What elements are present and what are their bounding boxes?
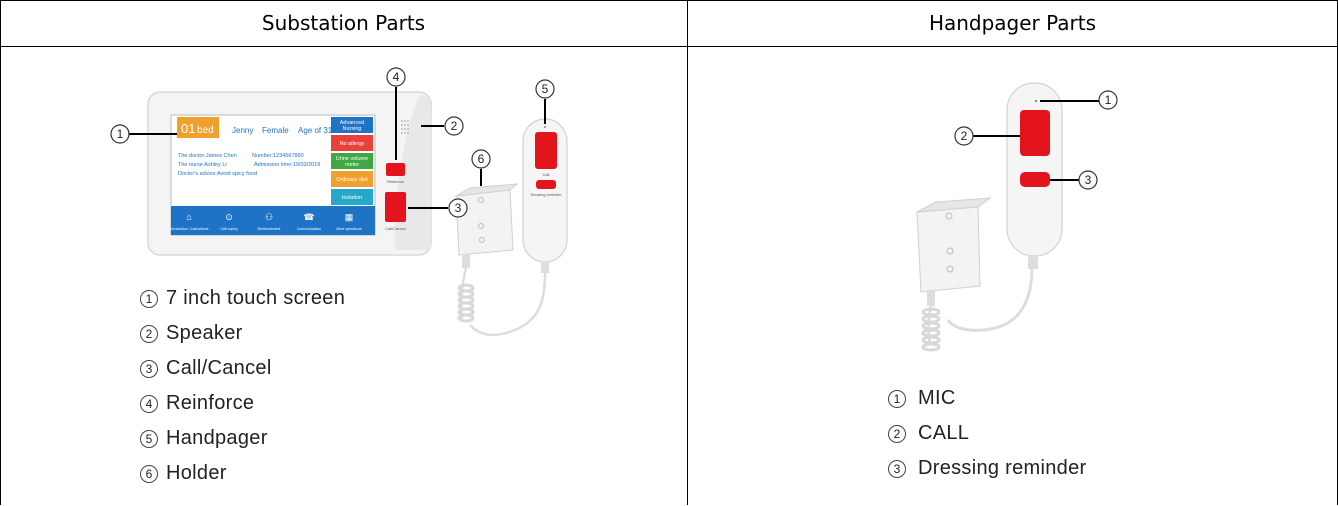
handpager-callout-lines bbox=[973, 100, 1099, 181]
nav-label: Communication bbox=[297, 227, 321, 231]
callout-lines bbox=[129, 87, 546, 209]
nav-label: More operations bbox=[336, 227, 362, 231]
dressing-reminder-button bbox=[1020, 172, 1050, 187]
screen-nav-bar bbox=[171, 206, 375, 235]
coiled-cord-right bbox=[921, 307, 941, 352]
admission-time: Admission time:19/03/2019 bbox=[254, 162, 320, 168]
handpager-cord-right bbox=[946, 267, 1034, 332]
patient-number: Number:1234567890 bbox=[252, 153, 304, 159]
call-cancel-button bbox=[385, 192, 406, 222]
bed-number: 01 bbox=[181, 121, 195, 136]
handpager-mic bbox=[544, 126, 546, 128]
handpager-illustration: 1 2 3 bbox=[916, 82, 1118, 352]
nav-icon: ⊙ bbox=[225, 212, 233, 222]
callout-2: 2 bbox=[451, 119, 458, 133]
status-tag bbox=[331, 189, 373, 205]
mic-hole bbox=[1035, 100, 1037, 102]
nav-icon: ▦ bbox=[345, 212, 354, 222]
doctor-name: The doctor:James Chen bbox=[178, 153, 237, 159]
table-top-border bbox=[0, 0, 1338, 1]
callout-5: 5 bbox=[542, 82, 549, 96]
nav-label: Reinforcement bbox=[258, 227, 281, 231]
coiled-cord bbox=[457, 283, 475, 323]
patient-age: Age of 31 bbox=[298, 126, 333, 135]
call-button bbox=[1020, 110, 1050, 156]
status-tag bbox=[331, 135, 373, 151]
callout-1: 1 bbox=[117, 127, 124, 141]
handpager-body bbox=[1006, 82, 1063, 257]
nav-label: Introduction / Instructions bbox=[169, 227, 208, 231]
handpager-cord bbox=[469, 272, 547, 337]
status-tag-label: Urine volume bbox=[336, 156, 368, 162]
call-cancel-label: Call/Cancel bbox=[385, 226, 406, 231]
reinforce-button bbox=[386, 163, 405, 176]
status-tag bbox=[331, 117, 373, 133]
patient-gender: Female bbox=[262, 126, 289, 135]
table-left-border bbox=[0, 0, 1, 505]
holder bbox=[455, 189, 514, 256]
callout-4: 4 bbox=[393, 70, 400, 84]
status-tag-label: meter bbox=[345, 162, 359, 168]
bed-number-badge bbox=[177, 117, 219, 138]
substation-header: Substation Parts bbox=[261, 11, 426, 35]
nav-icon: ⌂ bbox=[186, 212, 191, 222]
callout-3: 3 bbox=[455, 201, 462, 215]
handpager-dressing-button bbox=[536, 180, 556, 189]
callout-6: 6 bbox=[478, 152, 485, 166]
header-divider bbox=[0, 46, 1338, 47]
handpager-header: Handpager Parts bbox=[928, 11, 1097, 35]
status-tag bbox=[331, 153, 373, 169]
nav-icon: ⚇ bbox=[265, 212, 273, 222]
speaker-grille bbox=[401, 120, 409, 134]
reinforce-label: Reinforce bbox=[387, 179, 405, 184]
handpager-callout-1: 1 bbox=[1105, 93, 1112, 107]
handpager-call-button bbox=[535, 132, 557, 169]
handpager-callout-3: 3 bbox=[1085, 173, 1092, 187]
screen-nav-items: ⌂ Introduction / Instructions ⊙ Call Inquir… bbox=[169, 212, 361, 231]
nav-label: Call Inquiry bbox=[220, 227, 238, 231]
status-tag-label: Advanced bbox=[340, 120, 364, 126]
handpager-call-label: Call bbox=[543, 172, 550, 177]
doctor-advice: Doctor's advice:Avoid spicy food bbox=[178, 171, 257, 177]
status-tag bbox=[331, 171, 373, 187]
callout-circles bbox=[110, 67, 555, 218]
status-tag-label: Isolation bbox=[342, 195, 363, 201]
bed-word: bed bbox=[197, 125, 214, 136]
handpager-holder bbox=[916, 206, 981, 293]
status-tag-label: No allergy bbox=[340, 141, 365, 147]
substation-illustration: 01 bed Jenny Female Age of 31 The doctor… bbox=[110, 67, 568, 337]
column-divider bbox=[687, 0, 688, 505]
nurse-name: The nurse:Ashley Li bbox=[178, 162, 227, 168]
handpager-dressing-label: Dressing reminder bbox=[530, 193, 562, 197]
nav-icon: ☎ bbox=[303, 212, 314, 222]
status-tag-label: Nursing bbox=[343, 126, 362, 132]
status-tag-label: Ordinary diet bbox=[336, 177, 368, 183]
handpager-callout-2: 2 bbox=[961, 129, 968, 143]
patient-name: Jenny bbox=[232, 126, 253, 135]
